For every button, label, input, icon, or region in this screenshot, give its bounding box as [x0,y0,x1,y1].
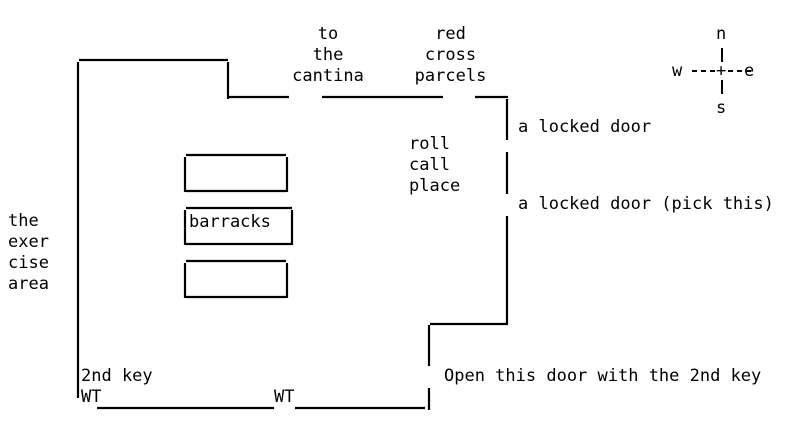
label-the-exercise-area-line-4: area [8,274,49,294]
label-to-the-cantina-line-1: to [317,24,339,44]
label-roll-call-place-line-1: roll [409,134,450,154]
label-barracks: barracks [189,212,271,232]
compass-east-label: e [744,61,755,81]
label-locked-door-2: a locked door (pick this) [518,194,774,214]
label-second-key: 2nd key [81,366,153,386]
label-red-cross-parcels-line-3: parcels [414,66,487,86]
label-roll-call-place-line-2: call [409,155,450,175]
label-red-cross-parcels-line-1: red [435,24,466,44]
label-the-exercise-area-line-3: cise [8,253,49,273]
label-to-the-cantina-line-2: the [312,45,344,65]
label-red-cross-parcels-line-2: cross [424,45,477,65]
compass-south-label: s [716,98,727,118]
label-red-cross-parcels: red cross parcels [403,24,498,87]
label-the-exercise-area-line-2: exer [8,232,49,252]
compass-west-label: w [672,61,683,81]
label-open-door-hint: Open this door with the 2nd key [444,366,762,386]
watchtower-marker-center: WT [274,387,295,407]
label-to-the-cantina-line-3: cantina [292,66,364,86]
label-roll-call-place-line-3: place [409,176,461,196]
label-to-the-cantina: to the cantina [283,24,373,87]
compass-north-label: n [716,24,727,44]
label-the-exercise-area-line-1: the [8,211,39,231]
compass-center-label: + [716,61,727,81]
label-roll-call-place: roll call place [409,134,460,197]
watchtower-marker-west: WT [81,387,102,407]
label-locked-door-1: a locked door [518,117,652,137]
label-the-exercise-area: the exer cise area [8,211,49,295]
